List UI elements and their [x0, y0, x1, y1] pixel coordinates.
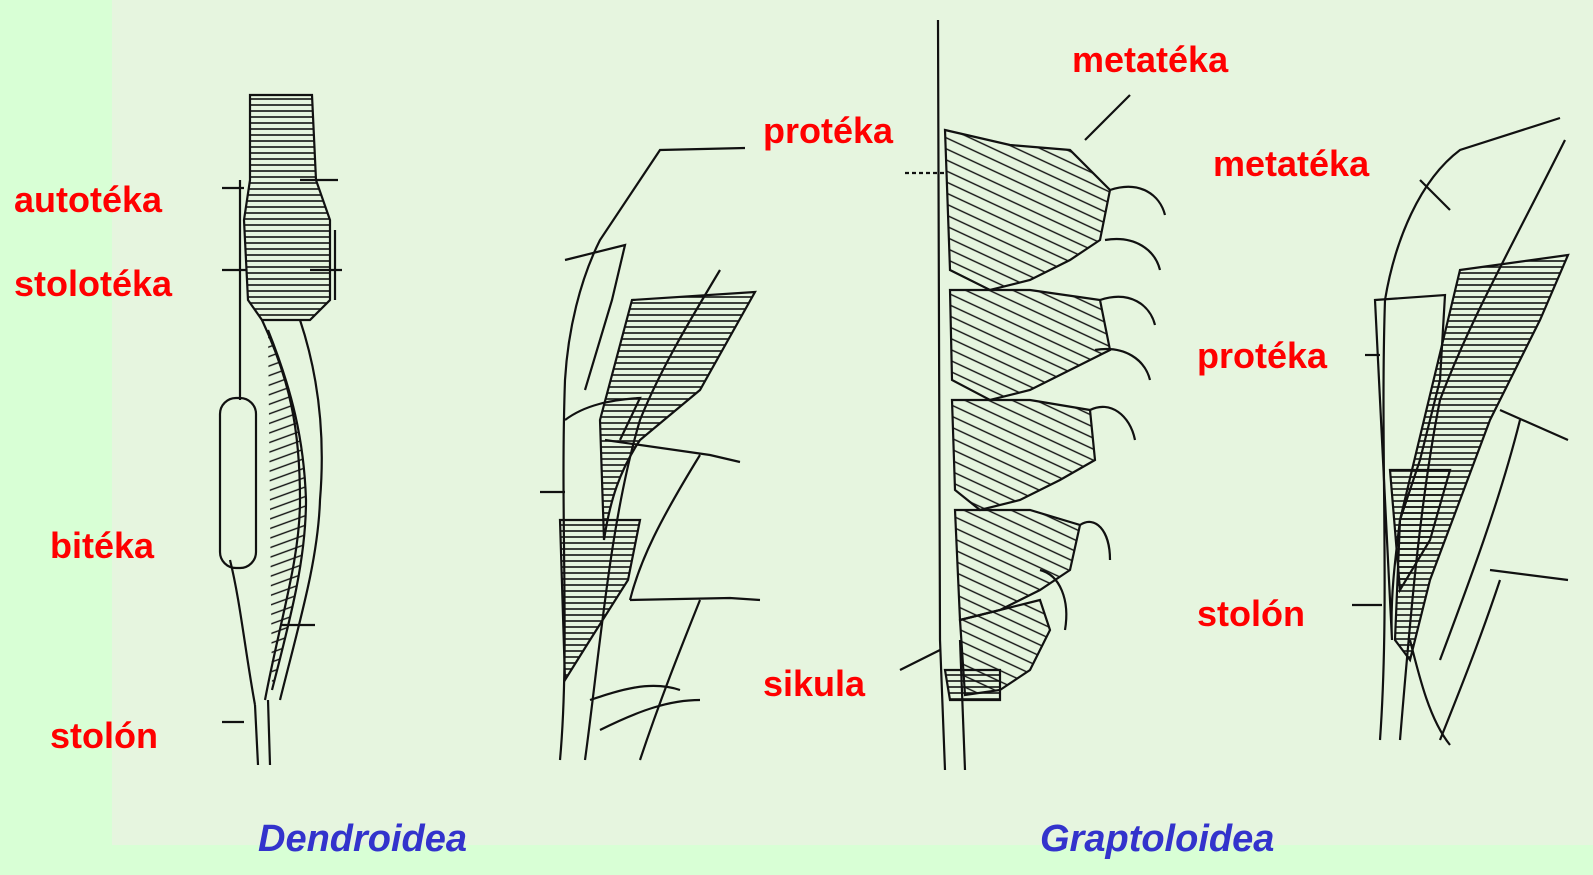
dendroidea-drawing-1 — [220, 95, 342, 765]
graptoloidea-drawing-2 — [1352, 118, 1568, 745]
label-sikula: sikula — [763, 666, 865, 702]
graptoloidea-drawing-1 — [900, 20, 1165, 770]
label-autoteka: autotéka — [14, 182, 162, 218]
caption-dendroidea: Dendroidea — [258, 820, 467, 858]
label-stolon-left: stolón — [50, 718, 158, 754]
label-metateka-right: metatéka — [1213, 146, 1369, 182]
label-proteka-right: protéka — [1197, 338, 1327, 374]
label-proteka-middle: protéka — [763, 113, 893, 149]
label-biteka: bitéka — [50, 528, 154, 564]
label-metateka-top: metatéka — [1072, 42, 1228, 78]
label-stoloteka: stolotéka — [14, 266, 172, 302]
dendroidea-drawing-2 — [540, 148, 760, 760]
label-stolon-right: stolón — [1197, 596, 1305, 632]
caption-graptoloidea: Graptoloidea — [1040, 820, 1274, 858]
